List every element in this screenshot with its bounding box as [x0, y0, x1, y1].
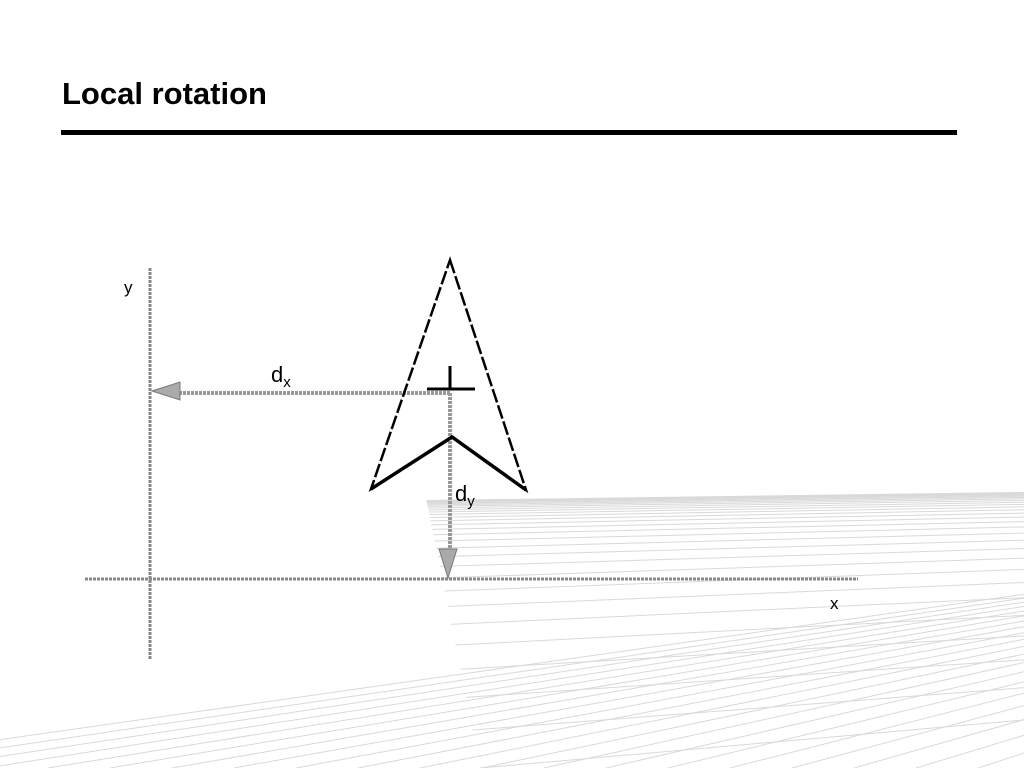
floor-grid-line [428, 499, 1024, 511]
floor-grid-line [439, 548, 1024, 567]
floor-grid-line [419, 645, 1024, 768]
floor-grid-line [429, 503, 1024, 516]
floor-grid-line [0, 605, 1024, 767]
floor-grid-line [436, 532, 1024, 549]
floor-grid-line [427, 495, 1024, 506]
floor-grid-line [667, 681, 1024, 768]
floor-grid-line [447, 582, 1024, 607]
floor-grid-line [426, 492, 1024, 502]
floor-grid-line [429, 506, 1024, 518]
arrow-object-base [370, 434, 528, 492]
floor-grid-line [479, 719, 1024, 768]
slide-title: Local rotation [62, 76, 267, 111]
floor-grid-line [434, 526, 1024, 542]
floor-grid-line [171, 620, 1024, 768]
floor-grid-line [428, 501, 1024, 513]
floor-grid-line [47, 610, 1024, 768]
floor-grid-line [481, 653, 1024, 768]
dx-label: dx [271, 362, 291, 391]
dx-label-base: d [271, 362, 283, 387]
floor-grid-line [853, 719, 1024, 768]
dy-arrow-head [438, 548, 458, 580]
floor-grid-line [427, 498, 1024, 509]
x-axis-label: x [830, 594, 839, 613]
floor-grid [0, 491, 1024, 768]
floor-grid-line [433, 521, 1024, 536]
floor-grid-line [431, 512, 1024, 526]
floor-grid-line [109, 615, 1024, 768]
floor-grid-line [0, 593, 1024, 741]
floor-grid-line [0, 601, 1024, 758]
floor-grid-line [295, 632, 1024, 768]
floor-grid-line [427, 496, 1024, 507]
floor-grid-line [426, 493, 1024, 504]
floor-grid-line [451, 597, 1024, 625]
floor-grid-line [357, 638, 1024, 768]
floor-grid-line [465, 659, 1024, 698]
floor-grid-line [233, 626, 1024, 768]
floor-grid-line [441, 557, 1024, 579]
dx-arrow-head [150, 381, 181, 401]
dy-label: dy [455, 481, 475, 510]
floor-grid-line [455, 614, 1024, 646]
floor-grid-line [472, 687, 1024, 731]
floor-grid-line [427, 494, 1024, 505]
floor-grid-line [0, 597, 1024, 749]
floor-grid-line [543, 662, 1024, 768]
floor-grid-line [460, 635, 1024, 670]
floor-grid-line [426, 493, 1024, 503]
dx-label-subscript: x [283, 374, 291, 391]
dy-label-base: d [455, 481, 467, 506]
floor-grid-line [432, 516, 1024, 530]
y-axis-label: y [124, 278, 133, 297]
title-underline [61, 130, 957, 135]
floor-grid-line [605, 671, 1024, 768]
floor-grid-line [729, 692, 1024, 768]
floor-grid-line [791, 705, 1024, 768]
dy-label-subscript: y [467, 493, 475, 510]
floor-grid-line [426, 491, 1024, 502]
floor-grid-line [437, 539, 1024, 558]
floor-grid-line [430, 509, 1024, 522]
